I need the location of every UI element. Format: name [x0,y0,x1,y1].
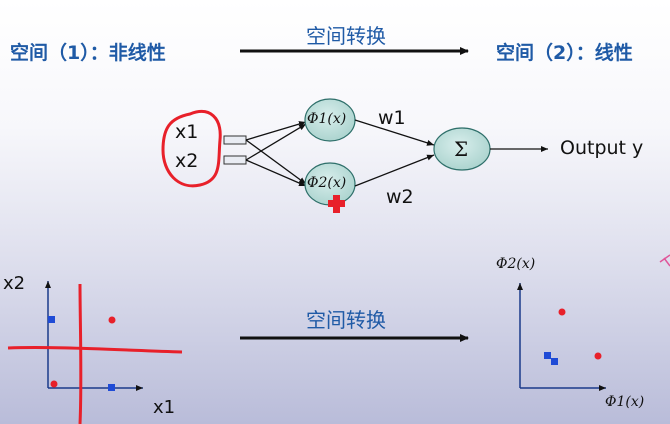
input-box-2 [223,155,247,165]
right-point-blue-2 [551,358,558,365]
right-point-blue-1 [544,352,551,359]
phi1-label: Φ1(x) [307,111,347,127]
edge-x2-phi1 [245,123,307,161]
red-cross-cursor [328,195,345,213]
edge-x1-phi1 [245,121,307,141]
input-x1-label: x1 [175,121,199,143]
weight-w2-label: w2 [386,186,414,208]
input-x2-label: x2 [175,150,199,172]
left-point-red-top [108,316,116,324]
edge-phi2-sum [354,154,435,187]
transform-label-top: 空间转换 [306,24,386,48]
right-point-red-right [594,352,602,360]
left-plot-xlabel: x1 [153,397,176,418]
space-1-label: 空间（1）：非线性 [10,42,166,64]
edge-x2-phi2 [245,159,307,187]
left-point-blue-top [48,316,55,323]
left-point-blue-bottom [108,384,115,391]
red-annotation-circle [161,110,222,188]
input-box-1 [223,135,247,145]
right-plot-xlabel: Φ1(x) [605,394,645,410]
right-plot-ylabel: Φ2(x) [496,256,536,272]
left-point-red-bottom [50,380,58,388]
red-vertical-stroke [78,283,83,424]
red-horizontal-stroke [7,345,183,354]
phi2-label: Φ2(x) [307,175,347,191]
output-label: Output y [560,137,644,159]
sum-symbol: Σ [454,137,469,161]
right-point-red-top [558,308,566,316]
weight-w1-label: w1 [378,107,406,129]
space-2-label: 空间（2）：线性 [496,42,633,64]
edge-partial-mark [659,254,670,267]
edge-x1-phi2 [245,139,307,185]
transform-label-bottom: 空间转换 [306,308,386,332]
edge-phi1-sum [354,119,435,146]
left-plot-ylabel: x2 [3,273,26,294]
